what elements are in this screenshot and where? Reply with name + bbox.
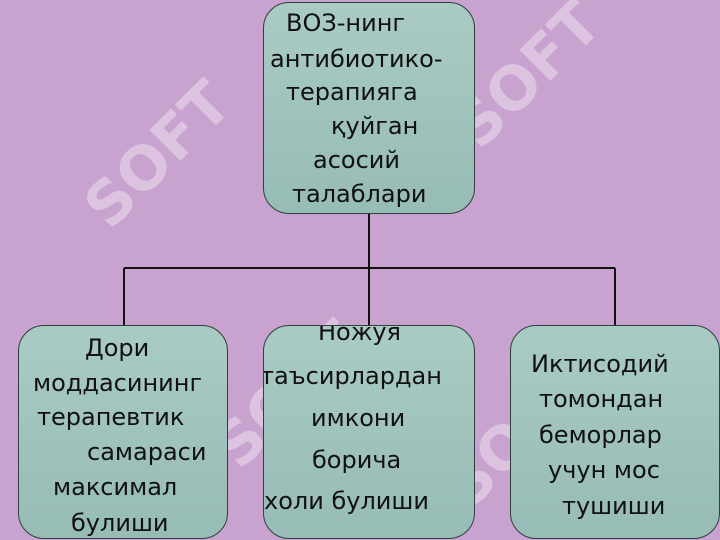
root-line-5: асосий <box>313 146 400 174</box>
child3-line-2: томондан <box>539 385 664 413</box>
child1-line-4: самараси <box>87 438 207 466</box>
child3-line-3: беморлар <box>539 421 662 449</box>
child2-line-4: борича <box>312 446 402 474</box>
child-box-side-effects: Ножуя таъсирлардан имкони борича холи бу… <box>263 325 475 539</box>
child2-line-1: Ножуя <box>318 325 401 346</box>
child2-line-5: холи булиши <box>264 487 429 515</box>
child1-line-1: Дори <box>85 334 150 362</box>
child-box-economic: Иктисодий томондан беморлар учун мос туш… <box>510 325 720 539</box>
child1-line-3: терапевтик <box>37 403 185 431</box>
child1-line-5: максимал <box>53 473 178 501</box>
child1-line-2: моддасининг <box>33 369 203 397</box>
child1-line-6: булиши <box>71 509 169 537</box>
root-line-1: ВОЗ-нинг <box>286 9 405 37</box>
child3-line-5: тушиши <box>562 492 666 520</box>
child-box-efficacy: Дори моддасининг терапевтик самараси мак… <box>18 325 228 539</box>
root-line-4: қуйган <box>331 112 419 140</box>
root-box: ВОЗ-нинг антибиотико- терапияга қуйган а… <box>263 2 475 214</box>
root-line-3: терапияга <box>286 78 418 106</box>
child2-line-3: имкони <box>311 404 406 432</box>
child3-line-1: Иктисодий <box>531 350 669 378</box>
root-line-6: талаблари <box>292 180 427 208</box>
child2-line-2: таъсирлардан <box>263 362 442 390</box>
root-line-2: антибиотико- <box>270 45 443 73</box>
child3-line-4: учун мос <box>548 456 660 484</box>
